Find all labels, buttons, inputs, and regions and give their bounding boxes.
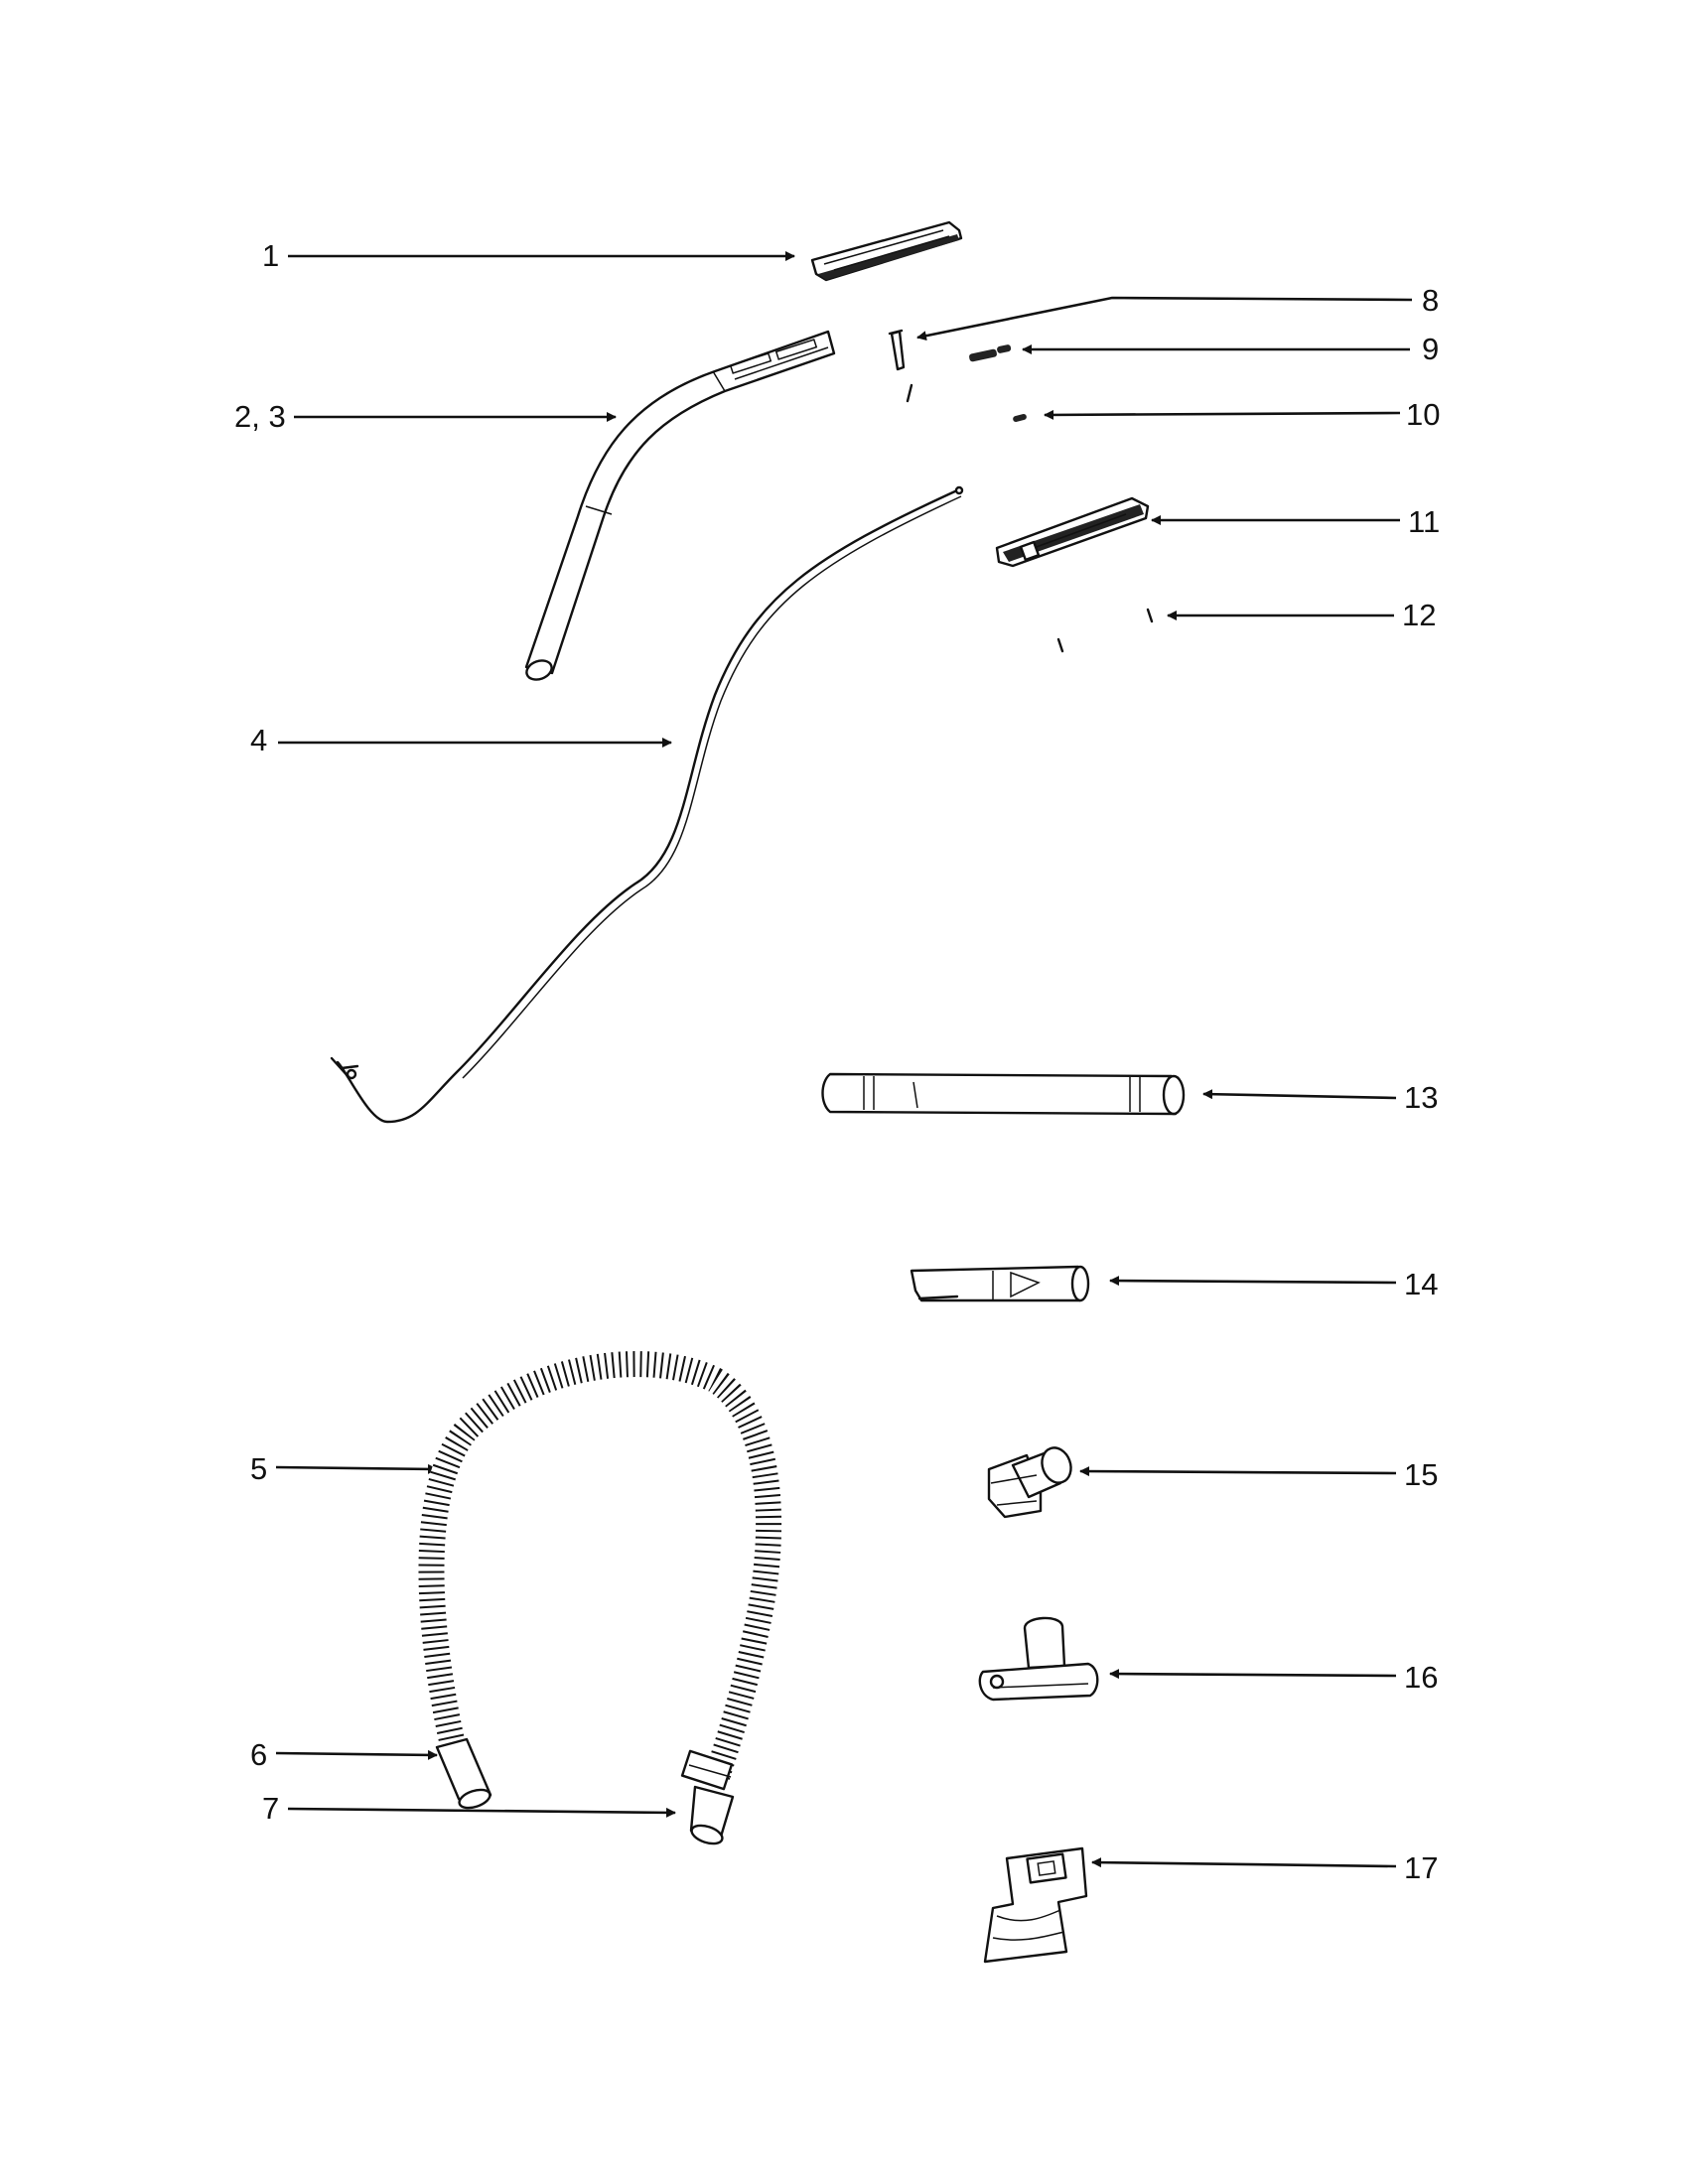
- part-5-hose: [418, 1351, 782, 1781]
- leader-arrow-10: [1044, 409, 1401, 420]
- callout-label-16: 16: [1404, 1660, 1438, 1695]
- callout-label-7: 7: [262, 1791, 279, 1826]
- part-4-cable: [330, 485, 964, 1124]
- callout-label-6: 6: [250, 1737, 267, 1772]
- part-7-hose-cuff: [680, 1749, 735, 1845]
- callout-label-8: 8: [1422, 283, 1439, 318]
- leader-arrow-15: [1079, 1466, 1397, 1477]
- leader-arrow-8: [916, 296, 1413, 341]
- callout-label-13: 13: [1404, 1080, 1438, 1115]
- leader-arrow-7: [287, 1807, 676, 1818]
- leader-arrow-17: [1091, 1857, 1397, 1868]
- callout-label-4: 4: [250, 723, 267, 757]
- callout-label-10: 10: [1406, 397, 1440, 432]
- part-2-3-handle-tube: [524, 330, 836, 681]
- part-11-switch-housing: [995, 496, 1150, 568]
- part-13-extension-wand: [821, 1072, 1186, 1116]
- callout-label-12: 12: [1402, 598, 1436, 632]
- callout-label-17: 17: [1404, 1850, 1438, 1885]
- callout-label-14: 14: [1404, 1267, 1438, 1301]
- part-8-pin: [888, 329, 913, 403]
- callout-label-9: 9: [1422, 332, 1439, 366]
- part-17-dust-bag: [983, 1846, 1088, 1964]
- part-15-dusting-brush: [987, 1446, 1072, 1519]
- leader-arrow-13: [1202, 1089, 1397, 1100]
- callout-label-11: 11: [1408, 504, 1440, 539]
- leader-arrow-16: [1109, 1669, 1397, 1680]
- part-1-handle-cover: [810, 220, 963, 282]
- part-14-crevice-tool: [910, 1265, 1090, 1302]
- callout-label-15: 15: [1404, 1457, 1438, 1492]
- leader-arrow-6: [275, 1749, 438, 1760]
- callout-label-2-3: 2, 3: [234, 399, 286, 434]
- callout-label-1: 1: [262, 238, 279, 273]
- part-10-small-spring: [1013, 413, 1027, 423]
- part-12-screws: [1056, 608, 1154, 653]
- part-9-spring: [969, 344, 1012, 362]
- part-16-upholstery-tool: [978, 1616, 1099, 1702]
- leader-arrow-5: [275, 1463, 438, 1474]
- leader-arrow-14: [1109, 1276, 1397, 1287]
- part-6-hose-cuff: [435, 1737, 492, 1810]
- callout-label-5: 5: [250, 1451, 267, 1486]
